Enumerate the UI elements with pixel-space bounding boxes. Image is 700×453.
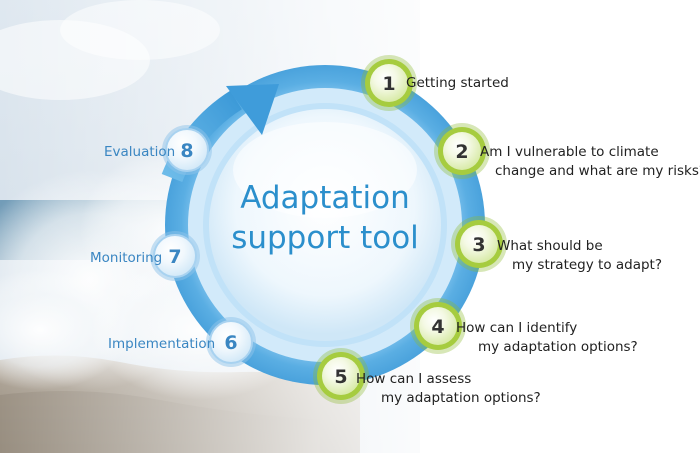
step-7-text: Monitoring — [90, 250, 163, 266]
step-label-4[interactable]: How can I identify my adaptation options… — [456, 319, 638, 357]
step-number-6: 6 — [224, 332, 237, 354]
step-number-3: 3 — [472, 234, 485, 256]
step-4-text-line1: How can I identify — [456, 320, 578, 336]
step-3-text-line1: What should be — [497, 238, 603, 254]
step-node-6[interactable] — [206, 317, 256, 367]
step-1-text: Getting started — [406, 75, 509, 91]
step-node-8[interactable] — [162, 125, 212, 175]
step-node-4[interactable] — [410, 298, 466, 354]
step-label-6[interactable]: Implementation — [108, 335, 215, 354]
step-label-7[interactable]: Monitoring — [90, 249, 162, 268]
green-nodes — [313, 55, 507, 404]
step-label-5[interactable]: How can I assess my adaptation options? — [356, 370, 541, 408]
step-node-5[interactable] — [313, 348, 369, 404]
step-number-8: 8 — [180, 140, 193, 162]
step-node-3[interactable] — [451, 216, 507, 272]
center-title-line2: support tool — [231, 220, 419, 256]
blue-nodes — [150, 125, 256, 367]
step-5-text-line2: my adaptation options? — [381, 390, 541, 406]
step-8-text: Evaluation — [104, 144, 176, 160]
step-number-5: 5 — [334, 366, 347, 388]
step-2-text-line2: change and what are my risks? — [495, 163, 700, 179]
step-4-text-line2: my adaptation options? — [478, 339, 638, 355]
step-number-1: 1 — [382, 73, 395, 95]
step-label-8[interactable]: Evaluation — [104, 143, 175, 162]
step-number-4: 4 — [431, 316, 444, 338]
step-node-7[interactable] — [150, 231, 200, 281]
step-label-3[interactable]: What should be my strategy to adapt? — [497, 237, 662, 275]
center-title-line1: Adaptation — [240, 180, 410, 216]
step-label-1[interactable]: Getting started — [406, 74, 509, 93]
step-label-2[interactable]: Am I vulnerable to climate change and wh… — [480, 143, 700, 181]
step-number-2: 2 — [455, 141, 468, 163]
cycle-ring — [165, 65, 485, 385]
step-number-7: 7 — [168, 246, 181, 268]
step-5-text-line1: How can I assess — [356, 371, 472, 387]
step-6-text: Implementation — [108, 336, 216, 352]
step-2-text-line1: Am I vulnerable to climate — [480, 144, 659, 160]
step-3-text-line2: my strategy to adapt? — [512, 257, 663, 273]
step-node-2[interactable] — [434, 123, 490, 179]
step-node-1[interactable] — [361, 55, 417, 111]
center-title: Adaptation support tool — [220, 178, 430, 258]
